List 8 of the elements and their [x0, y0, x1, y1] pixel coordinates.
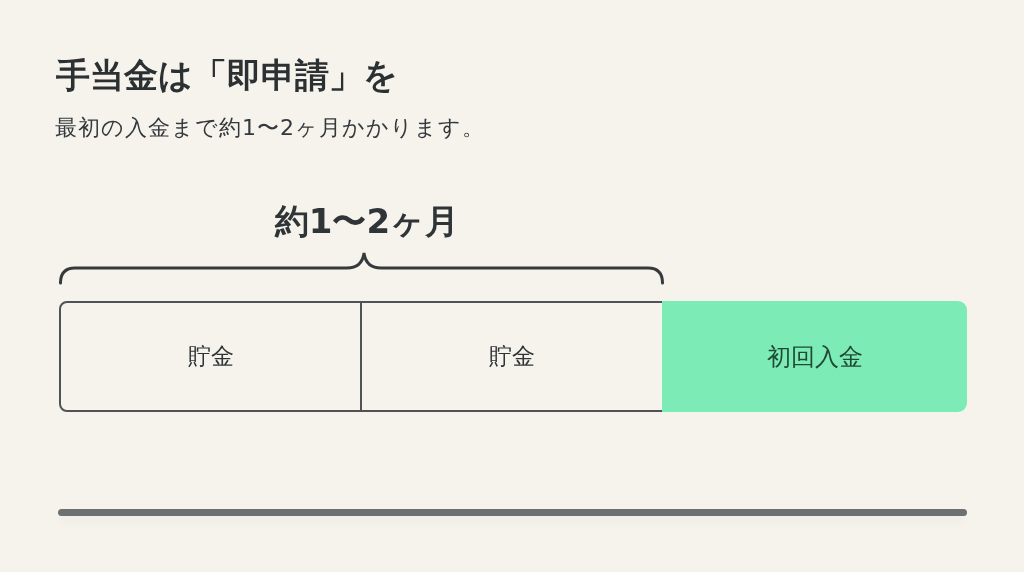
highlight-box [662, 301, 967, 412]
duration-label: 約1〜2ヶ月 [274, 200, 460, 243]
box-label: 貯金 [187, 342, 234, 371]
box-label: 初回入金 [766, 341, 863, 373]
title: 手当金は「即申請」を [56, 54, 398, 97]
subtitle: 最初の入金まで約1〜2ヶ月かかります。 [55, 114, 485, 142]
box-label: 貯金 [489, 342, 535, 371]
segment-box [59, 301, 362, 412]
